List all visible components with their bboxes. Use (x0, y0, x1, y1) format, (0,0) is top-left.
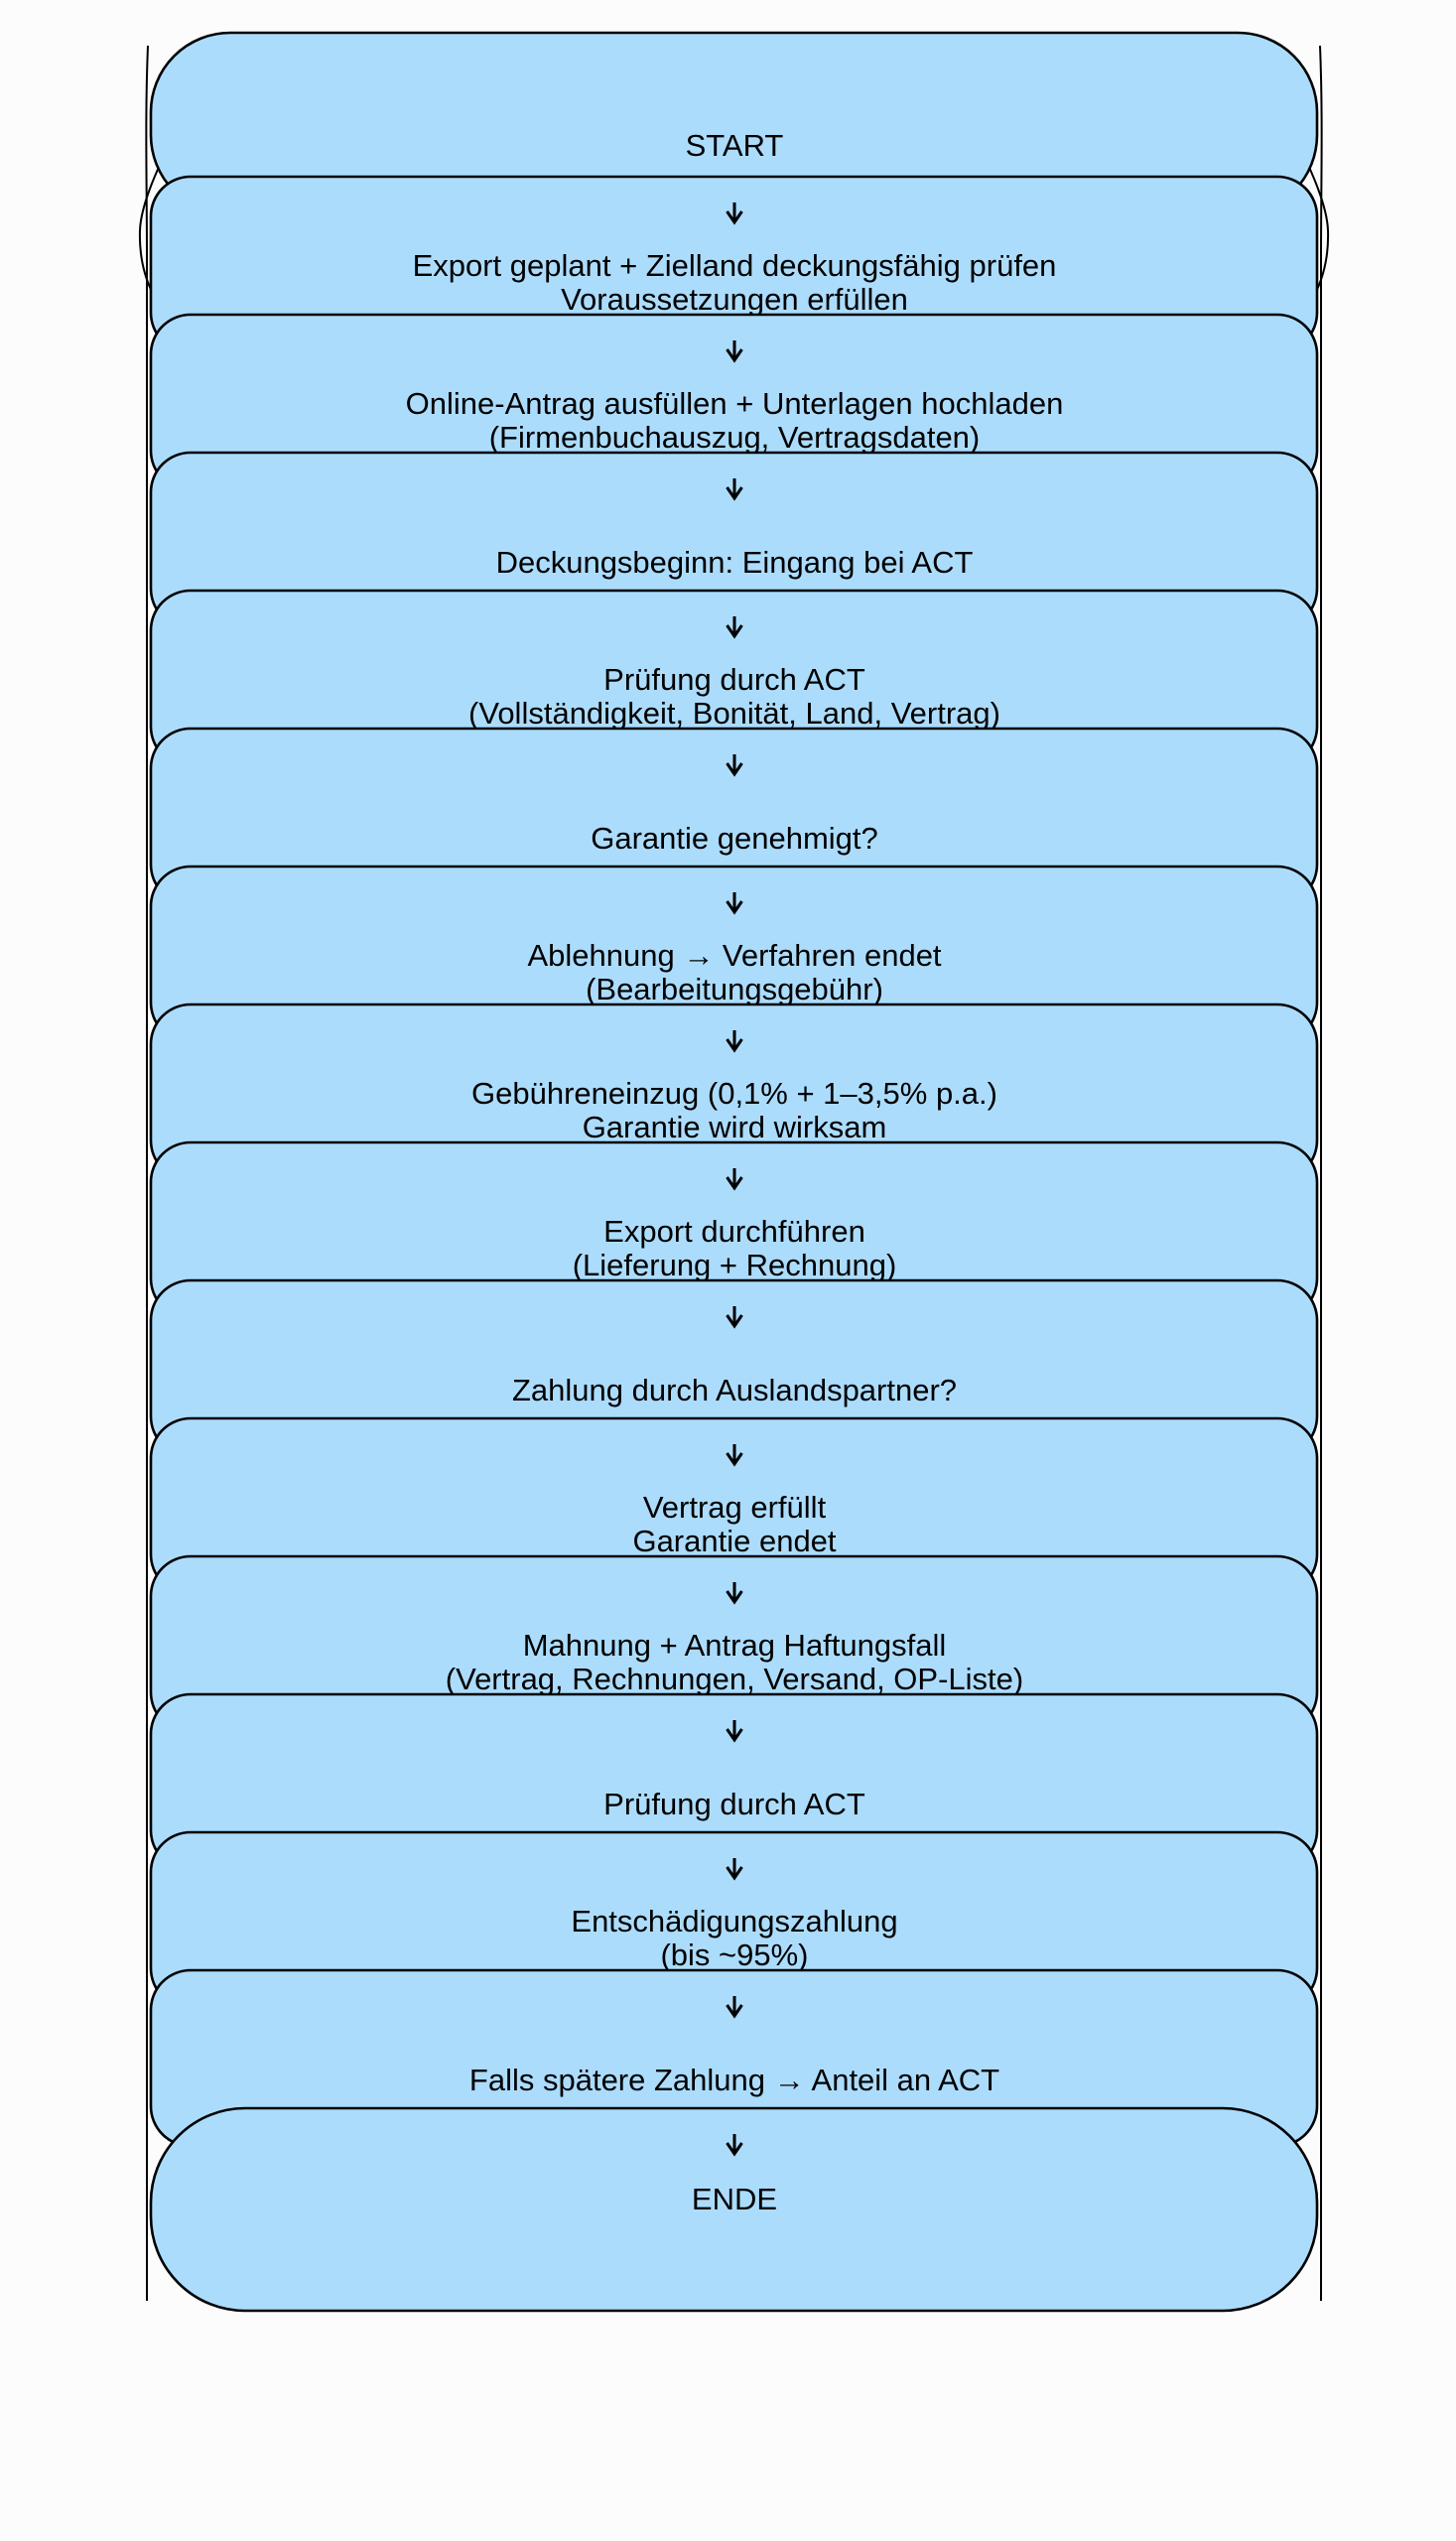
node-start: START (149, 31, 1319, 216)
node-ende-box (149, 2106, 1319, 2313)
svg-text:Garantie genehmigt?: Garantie genehmigt? (591, 821, 878, 856)
node-online-antrag: Online-Antrag ausfüllen + Unterlagen hoc… (149, 313, 1319, 492)
svg-text:Entschädigungszahlung: Entschädigungszahlung (571, 1904, 897, 1939)
svg-text:Prüfung durch ACT: Prüfung durch ACT (603, 1787, 865, 1821)
svg-text:Prüfung durch ACT: Prüfung durch ACT (603, 662, 865, 697)
svg-text:(Vertrag, Rechnungen, Versand,: (Vertrag, Rechnungen, Versand, OP-Liste) (446, 1662, 1023, 1696)
node-mahnung: Mahnung + Antrag Haftungsfall (Vertrag, … (149, 1554, 1319, 1734)
svg-text:(Bearbeitungsgebühr): (Bearbeitungsgebühr) (586, 972, 883, 1006)
node-ende: ENDE (149, 2106, 1319, 2313)
svg-text:Mahnung + Antrag Haftungsfall: Mahnung + Antrag Haftungsfall (523, 1628, 947, 1663)
svg-text:Online-Antrag ausfüllen + Unte: Online-Antrag ausfüllen + Unterlagen hoc… (406, 386, 1064, 421)
svg-text:Gebühreneinzug (0,1% + 1–3,5%: Gebühreneinzug (0,1% + 1–3,5% p.a.) (471, 1076, 997, 1111)
node-ablehnung: Ablehnung → Verfahren endet (Bearbeitung… (149, 865, 1319, 1044)
node-ende-label: ENDE (692, 2182, 777, 2216)
node-start-label: START (686, 128, 784, 163)
node-export: Export durchführen (Lieferung + Rechnung… (149, 1140, 1319, 1320)
svg-text:Export durchführen: Export durchführen (603, 1214, 865, 1249)
svg-text:(Vollständigkeit, Bonität, Lan: (Vollständigkeit, Bonität, Land, Vertrag… (468, 696, 1000, 731)
svg-text:Garantie endet: Garantie endet (632, 1524, 836, 1558)
node-gebuehreneinzug: Gebühreneinzug (0,1% + 1–3,5% p.a.) Gara… (149, 1003, 1319, 1182)
svg-text:(bis ~95%): (bis ~95%) (660, 1938, 808, 1972)
node-vertrag-erfuellt: Vertrag erfüllt Garantie endet (149, 1416, 1319, 1596)
node-voraussetzungen: Export geplant + Zielland deckungsfähig … (149, 175, 1319, 354)
node-pruefung-antrag: Prüfung durch ACT (Vollständigkeit, Boni… (149, 589, 1319, 768)
svg-text:Ablehnung → Verfahren endet: Ablehnung → Verfahren endet (527, 938, 941, 973)
svg-text:(Firmenbuchauszug, Vertragsdat: (Firmenbuchauszug, Vertragsdaten) (489, 420, 981, 455)
node-genehmigt: Garantie genehmigt? (149, 727, 1319, 906)
svg-text:Zahlung durch Auslandspartner?: Zahlung durch Auslandspartner? (512, 1373, 957, 1407)
svg-text:Falls spätere Zahlung → Anteil: Falls spätere Zahlung → Anteil an ACT (469, 2063, 999, 2097)
svg-text:Deckungsbeginn: Eingang bei AC: Deckungsbeginn: Eingang bei ACT (496, 545, 974, 580)
svg-text:Vertrag erfüllt: Vertrag erfüllt (643, 1490, 827, 1525)
guide-line-right (1319, 45, 1323, 2301)
svg-text:(Lieferung + Rechnung): (Lieferung + Rechnung) (573, 1248, 897, 1282)
svg-text:Export geplant + Zielland deck: Export geplant + Zielland deckungsfähig … (413, 248, 1057, 283)
svg-text:Garantie wird wirksam: Garantie wird wirksam (583, 1110, 887, 1144)
guide-line-left (145, 45, 149, 2301)
svg-text:Voraussetzungen erfüllen: Voraussetzungen erfüllen (561, 282, 908, 317)
node-pruefung-haftung: Prüfung durch ACT (149, 1692, 1319, 1872)
node-entschaedigung: Entschädigungszahlung (bis ~95%) (149, 1830, 1319, 2010)
